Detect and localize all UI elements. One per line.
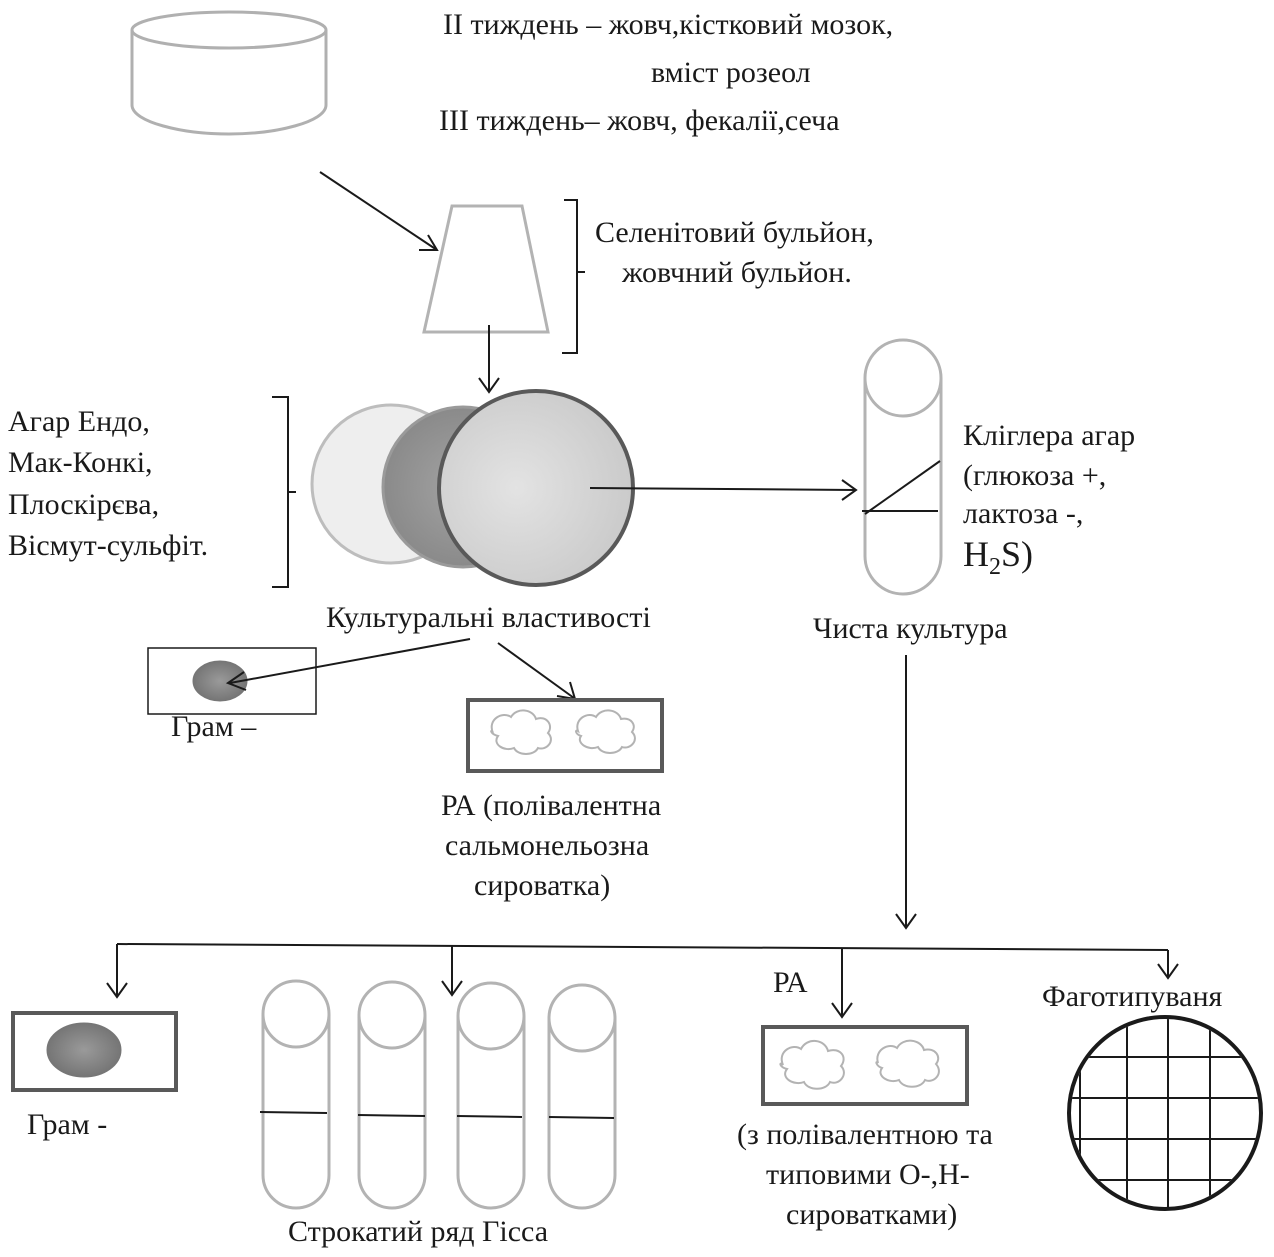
media-line1: Агар Ендо, — [8, 405, 150, 438]
kligler-h2s: H2S) — [963, 534, 1033, 587]
media-caption: Культуральні властивості — [326, 601, 651, 634]
enrichment-line1: Селенітовий бульйон, — [595, 216, 874, 249]
ra-final-line3: сироватками) — [786, 1198, 958, 1231]
ra-final-line2: типовими О-,Н- — [766, 1158, 970, 1191]
kligler-line3: лактоза -, — [963, 497, 1084, 530]
h2s-suffix: S) — [1001, 534, 1034, 574]
media-bracket — [272, 396, 296, 588]
enrichment-line2: жовчний бульйон. — [622, 256, 852, 289]
hiss-tube-3 — [456, 981, 526, 1210]
week3-line: III тиждень– жовч, фекалії,сеча — [439, 104, 840, 137]
gram-slide-2 — [11, 1011, 178, 1092]
media-line2: Мак-Конкі, — [8, 446, 153, 479]
gram-final-label: Грам - — [27, 1108, 108, 1141]
agglutination-cloud-3 — [779, 1040, 845, 1090]
smear-1 — [192, 660, 248, 702]
pure-culture-caption: Чиста культура — [813, 612, 1008, 645]
ra-first-line2: сальмонельозна — [445, 829, 650, 862]
week2-line1: II тиждень – жовч,кістковий мозок, — [443, 8, 894, 41]
kligler-tube — [862, 338, 943, 596]
ra-first-line3: сироватка) — [474, 869, 611, 902]
week2-line2: вміст розеол — [651, 56, 811, 89]
ra-final-line1: (з полівалентною та — [737, 1118, 993, 1151]
phage-typing-label: Фаготипуваня — [1042, 980, 1223, 1013]
arrow-to-gram-slide — [225, 638, 471, 691]
hiss-tubes — [259, 979, 617, 1210]
hiss-series-label: Строкатий ряд Гісса — [288, 1215, 549, 1248]
enrichment-bracket — [562, 199, 585, 354]
h2s-prefix: H — [963, 534, 989, 574]
arrow-to-ra-slide — [497, 642, 577, 701]
gram-first-label: Грам – — [171, 710, 257, 743]
ra-slide-2 — [761, 1025, 969, 1106]
arrow-to-plates — [478, 325, 500, 394]
petri-plates — [310, 389, 635, 587]
ra-slide-1 — [466, 698, 664, 773]
hiss-tube-2 — [357, 980, 427, 1210]
agglutination-cloud-4 — [875, 1039, 940, 1088]
phage-typing-plate — [1067, 1015, 1263, 1211]
kligler-line1: Кліглера агар — [963, 419, 1136, 452]
agglutination-cloud-1 — [490, 709, 552, 755]
arrow-to-final-tests — [895, 655, 917, 930]
ra-final-label: РА — [773, 966, 808, 999]
distribution-line — [106, 943, 1179, 1019]
ra-first-line1: РА (полівалентна — [441, 789, 662, 822]
hiss-tube-4 — [547, 983, 617, 1210]
arrow-to-kligler — [589, 479, 858, 501]
hiss-tube-1 — [259, 979, 331, 1210]
agglutination-cloud-2 — [575, 709, 636, 754]
smear-2 — [46, 1022, 122, 1078]
arrow-to-flask — [319, 171, 439, 251]
sample-container — [130, 10, 328, 136]
media-line4: Вісмут-сульфіт. — [8, 529, 209, 562]
enrichment-flask — [422, 204, 550, 334]
media-line3: Плоскірєва, — [8, 488, 160, 521]
kligler-line2: (глюкоза +, — [963, 459, 1107, 492]
h2s-subscript: 2 — [989, 554, 1001, 581]
